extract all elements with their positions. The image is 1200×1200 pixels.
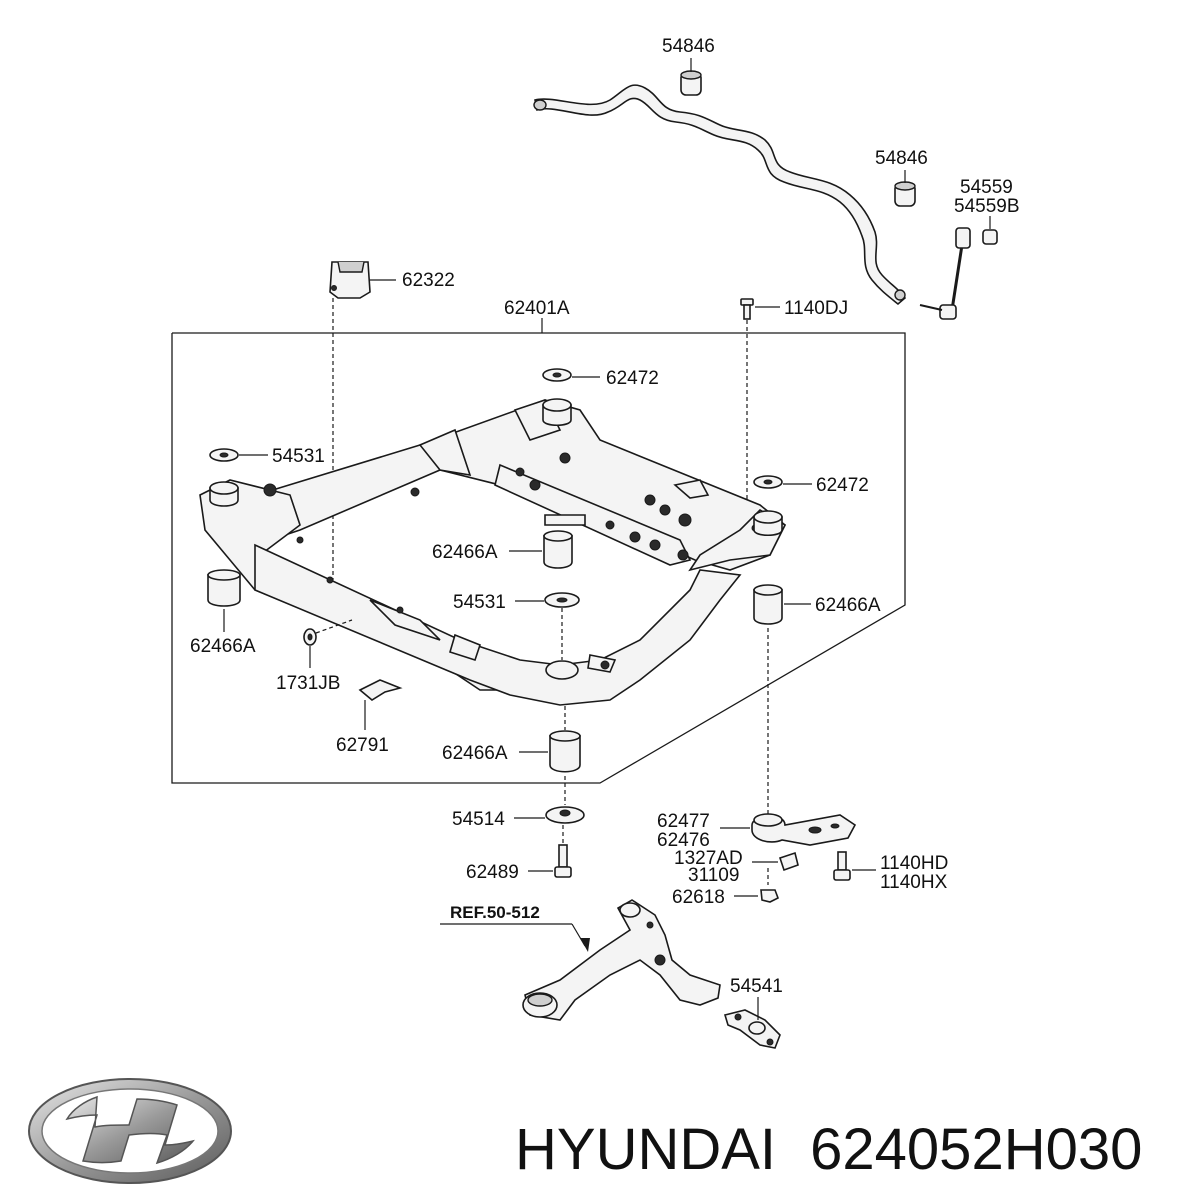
part-caption: HYUNDAI 624052H030 [515, 1110, 1195, 1190]
stabilizer-bushing-top [680, 70, 702, 96]
label-ref-50-512: REF.50-512 [450, 903, 540, 922]
label-62489: 62489 [466, 862, 519, 883]
label-54514: 54514 [452, 809, 505, 830]
hyundai-logo-icon [28, 1078, 232, 1184]
caption-brand: HYUNDAI [515, 1117, 777, 1182]
bolt-1140hd [833, 851, 851, 881]
label-62401a: 62401A [504, 298, 570, 319]
stabilizer-bushing-right [894, 181, 916, 207]
label-62476: 62476 [657, 830, 710, 851]
label-62466a-center: 62466A [432, 542, 498, 563]
washer-54531-center [544, 592, 580, 608]
label-1731jb: 1731JB [276, 673, 340, 694]
label-62791: 62791 [336, 735, 389, 756]
nut-62618 [760, 889, 780, 903]
bracket-62477 [751, 813, 857, 846]
bracket-62322 [329, 261, 371, 299]
label-54531-center: 54531 [453, 592, 506, 613]
label-62466a-right: 62466A [815, 595, 881, 616]
caption-part-number: 624052H030 [810, 1117, 1143, 1182]
label-1140hd: 1140HD [880, 853, 948, 874]
label-62618: 62618 [672, 887, 725, 908]
bushing-62466a-left [207, 569, 241, 607]
bolt-1140dj [740, 298, 754, 320]
label-54559: 54559 [960, 177, 1013, 198]
label-1327ad: 1327AD [674, 848, 743, 869]
nut-1327ad [778, 851, 799, 872]
stopper-62472-center [542, 368, 572, 427]
lower-control-arm [522, 899, 721, 1021]
clip-62791 [358, 679, 403, 701]
label-1140hx: 1140HX [880, 872, 948, 893]
label-62466a-left: 62466A [190, 636, 256, 657]
bushing-62466a-bottom [549, 730, 581, 773]
label-62322: 62322 [402, 270, 455, 291]
stopper-54531-left [209, 448, 239, 507]
label-62477: 62477 [657, 811, 710, 832]
stabilizer-bar [533, 84, 907, 306]
stabilizer-link [919, 227, 998, 320]
bolt-1731jb [303, 628, 317, 646]
crossmember-outline-box [171, 332, 906, 784]
bolt-62489 [554, 844, 572, 878]
bushing-62466a-right [753, 584, 783, 625]
label-54531-left: 54531 [272, 446, 325, 467]
bushing-62466a-center [543, 530, 573, 569]
label-54559b: 54559B [954, 196, 1020, 217]
label-54846-right: 54846 [875, 148, 928, 169]
bushing-54541 [723, 1009, 781, 1049]
label-31109: 31109 [688, 865, 739, 886]
label-62472-center: 62472 [606, 368, 659, 389]
label-54541: 54541 [730, 976, 783, 997]
washer-54514 [545, 806, 585, 824]
label-54846-top: 54846 [662, 36, 715, 57]
label-62466a-bottom: 62466A [442, 743, 508, 764]
label-1140dj: 1140DJ [784, 298, 848, 319]
stopper-62472-right [753, 475, 783, 537]
label-62472-right: 62472 [816, 475, 869, 496]
